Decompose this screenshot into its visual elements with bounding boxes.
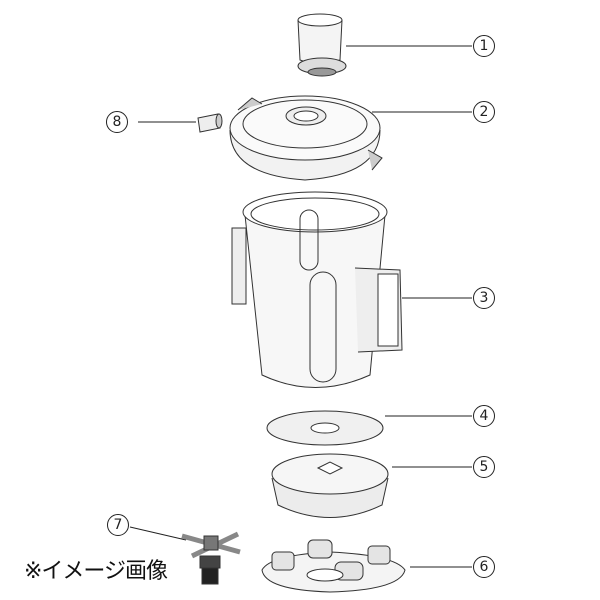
leader-lines: [129, 45, 472, 568]
callout-3: 3: [473, 287, 495, 309]
part-2-lid: [229, 95, 383, 181]
part-3-jar: [231, 191, 403, 388]
part-1-cap: [297, 13, 347, 77]
image-disclaimer-note: ※イメージ画像: [24, 559, 168, 584]
callout-6: 6: [473, 556, 495, 578]
callout-1: 1: [473, 35, 495, 57]
part-7-blade: [181, 531, 241, 585]
part-5-base: [271, 453, 389, 518]
part-8-pin: [197, 113, 223, 133]
callout-7: 7: [107, 514, 129, 536]
callout-8: 8: [106, 111, 128, 133]
callout-5: 5: [473, 456, 495, 478]
part-6-pad: [261, 539, 406, 593]
callout-4: 4: [473, 405, 495, 427]
callout-2: 2: [473, 101, 495, 123]
part-4-gasket: [266, 410, 384, 446]
